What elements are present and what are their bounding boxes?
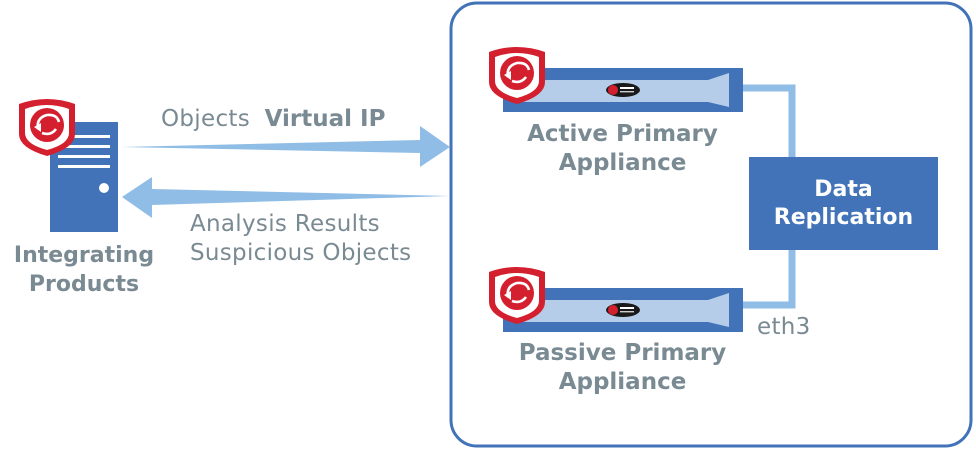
trend-micro-shield-icon <box>487 45 547 106</box>
active-appliance-label: Active Primary Appliance <box>490 120 755 178</box>
integrating-products-label: Integrating Products <box>0 241 168 299</box>
suspicious-objects-label: Suspicious Objects <box>190 240 412 266</box>
data-replication-label: Data Replication <box>749 157 938 250</box>
analysis-results-label: Analysis Results <box>190 211 380 237</box>
label-line: Replication <box>773 204 914 230</box>
virtual-ip-label: Virtual IP <box>264 106 386 132</box>
label-line: Integrating <box>13 243 155 268</box>
outbound-flow-label: Objects Virtual IP <box>161 108 385 131</box>
passive-appliance-label: Passive Primary Appliance <box>490 339 755 397</box>
data-replication-box <box>749 157 938 250</box>
cluster-boundary <box>449 1 973 448</box>
label-line: Data <box>814 176 873 202</box>
eth3-label: eth3 <box>757 314 811 340</box>
connector-passive-replication <box>743 250 796 309</box>
inbound-flow-label: Analysis Results Suspicious Objects <box>190 210 411 268</box>
arrow-outbound <box>122 126 450 167</box>
label-line: Appliance <box>558 150 687 176</box>
connector-active-replication <box>743 84 796 157</box>
label-line: Products <box>28 272 140 297</box>
label-line: Passive Primary <box>518 340 727 366</box>
trend-micro-shield-icon <box>487 265 547 326</box>
server-icon <box>50 122 118 232</box>
trend-micro-shield-icon <box>17 97 77 158</box>
objects-label: Objects <box>161 106 250 132</box>
label-line: Active Primary <box>527 121 718 147</box>
label-line: Appliance <box>558 369 687 395</box>
arrow-inbound <box>122 177 450 218</box>
